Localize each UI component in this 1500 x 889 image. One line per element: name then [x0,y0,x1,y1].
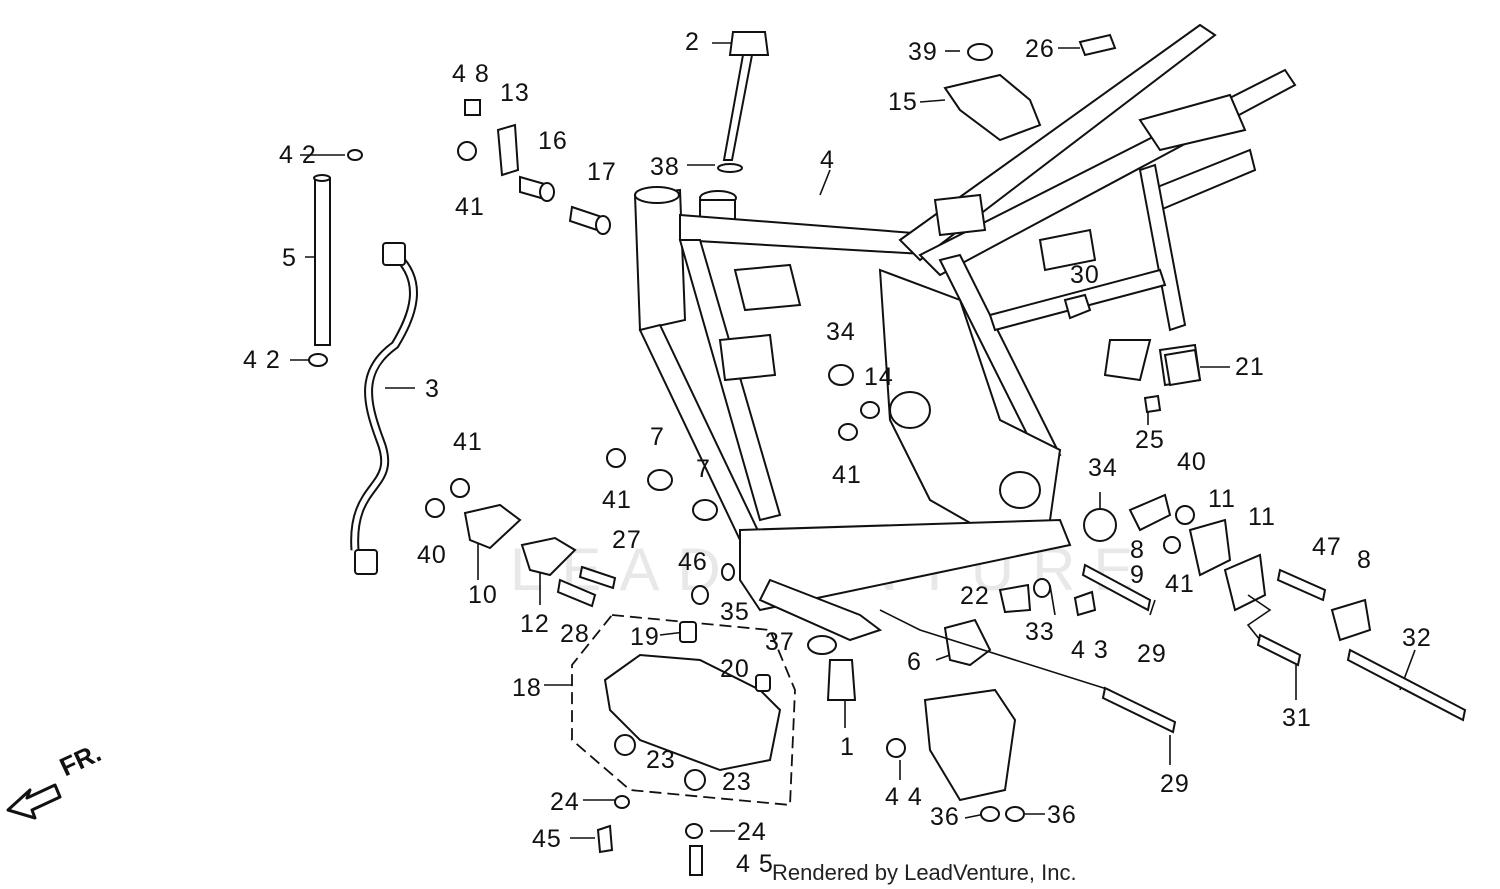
callout-37: 37 [765,628,795,656]
callout-14: 14 [864,363,894,391]
callout-4: 4 [820,146,835,174]
callout-21: 21 [1235,353,1265,381]
callout-16: 16 [538,127,568,155]
callout-41b: 41 [453,428,483,456]
callout-27: 27 [612,526,642,554]
callout-40b: 40 [1177,448,1207,476]
callout-22: 22 [960,582,990,610]
callout-23b: 23 [722,768,752,796]
callout-15: 15 [888,88,918,116]
callout-23a: 23 [646,746,676,774]
callout-6: 6 [907,648,922,676]
callout-28: 28 [560,620,590,648]
callout-41d: 41 [832,461,862,489]
callout-8b: 8 [1357,546,1372,574]
callout-25: 25 [1135,426,1165,454]
callout-42b: 4 2 [243,346,281,374]
callout-40a: 40 [417,541,447,569]
callout-45a: 45 [532,825,562,853]
callout-7a: 7 [650,423,665,451]
callout-13: 13 [500,79,530,107]
callout-19: 19 [630,623,660,651]
callout-3: 3 [425,375,440,403]
callout-39: 39 [908,38,938,66]
leader-lines [290,42,1416,839]
callout-45b: 4 5 [736,850,774,878]
callout-36b: 36 [1047,801,1077,829]
callout-43: 4 3 [1071,636,1109,664]
callout-17: 17 [587,158,617,186]
main-frame [633,23,1297,642]
callout-18: 18 [512,674,542,702]
callout-42a: 4 2 [279,141,317,169]
callout-35: 35 [720,598,750,626]
callout-2: 2 [685,28,700,56]
callout-10: 10 [468,581,498,609]
callout-41a: 41 [455,193,485,221]
callout-26: 26 [1025,35,1055,63]
callout-33: 33 [1025,618,1055,646]
callout-5: 5 [282,244,297,272]
callout-1: 1 [840,733,855,761]
callout-24a: 24 [550,788,580,816]
callout-7b: 7 [696,455,711,483]
callout-48: 4 8 [452,60,490,88]
callout-47: 47 [1312,533,1342,561]
callout-38: 38 [650,153,680,181]
callout-24b: 24 [737,818,767,846]
callout-41e: 41 [1165,570,1195,598]
callout-29a: 29 [1137,640,1167,668]
parts [308,31,1467,876]
front-direction-arrow [6,783,62,820]
callout-32: 32 [1402,624,1432,652]
callout-41c: 41 [602,486,632,514]
callout-8a: 8 [1130,536,1145,564]
callout-30: 30 [1070,261,1100,289]
callout-36a: 36 [930,803,960,831]
callout-46: 46 [678,548,708,576]
callout-34a: 34 [826,318,856,346]
callout-31: 31 [1282,704,1312,732]
callout-29b: 29 [1160,770,1190,798]
callout-11a: 11 [1208,485,1236,513]
callout-34b: 34 [1088,454,1118,482]
footer-credit: Rendered by LeadVenture, Inc. [772,860,1077,885]
callout-11b: 11 [1248,503,1276,531]
callout-12: 12 [520,610,550,638]
callout-44: 4 4 [885,783,923,811]
callout-20: 20 [720,655,750,683]
callout-9: 9 [1130,561,1145,589]
